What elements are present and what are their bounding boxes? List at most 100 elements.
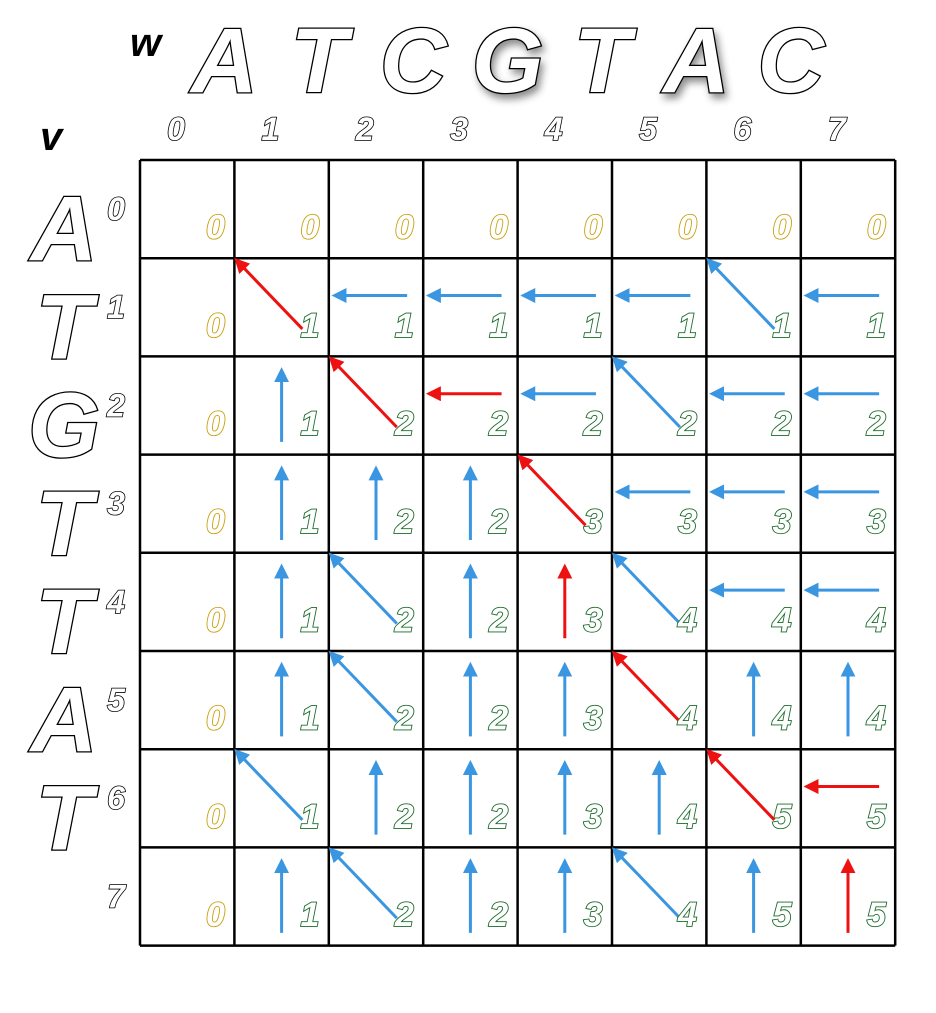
score-value: 4: [771, 601, 791, 639]
row-index: 0: [107, 191, 125, 227]
score-value: 2: [583, 405, 603, 443]
score-value: 2: [394, 896, 414, 934]
score-value: 4: [677, 798, 697, 836]
v-letter: A: [29, 669, 97, 771]
row-index: 3: [107, 486, 125, 522]
row-index: 7: [107, 878, 127, 914]
score-value: 0: [300, 209, 319, 247]
arrow-diag: [234, 749, 304, 821]
score-value: 0: [206, 798, 225, 836]
score-value: 0: [395, 209, 414, 247]
column-index: 5: [639, 111, 658, 147]
score-value: 0: [206, 405, 225, 443]
score-value: 2: [394, 798, 414, 836]
w-letter: C: [758, 10, 826, 112]
score-value: 2: [394, 503, 414, 541]
v-letter: G: [28, 375, 100, 477]
score-value: 0: [772, 209, 791, 247]
score-value: 4: [866, 601, 886, 639]
score-value: 4: [677, 601, 697, 639]
row-index: 6: [107, 780, 125, 816]
score-value: 2: [488, 405, 508, 443]
score-value: 1: [300, 307, 319, 345]
arrow-diag: [706, 258, 776, 330]
score-value: 3: [584, 798, 603, 836]
score-value: 1: [489, 307, 508, 345]
score-value: 5: [867, 896, 887, 934]
score-value: 2: [866, 405, 886, 443]
score-value: 0: [867, 209, 886, 247]
column-index: 7: [828, 111, 848, 147]
column-index: 4: [544, 111, 563, 147]
v-letter: T: [36, 276, 99, 378]
score-value: 3: [584, 601, 603, 639]
score-value: 3: [584, 503, 603, 541]
row-index: 1: [107, 289, 125, 325]
score-value: 0: [206, 700, 225, 738]
arrow-diag: [611, 847, 682, 920]
grid-lines: [138, 158, 897, 947]
score-value: 1: [300, 503, 319, 541]
w-letter: A: [189, 10, 257, 112]
score-value: 0: [206, 209, 225, 247]
w-label: w: [130, 21, 164, 65]
score-value: 0: [489, 209, 508, 247]
column-index: 3: [450, 111, 468, 147]
v-letter: A: [29, 178, 97, 280]
arrow-diag: [611, 552, 682, 625]
v-label: v: [40, 115, 65, 159]
score-value: 4: [866, 700, 886, 738]
row-index: 4: [106, 584, 125, 620]
score-value: 0: [206, 503, 225, 541]
row-index: 5: [107, 682, 126, 718]
score-value: 1: [867, 307, 886, 345]
arrow-diag: [611, 356, 682, 429]
score-value: 3: [584, 896, 603, 934]
v-letter: T: [36, 571, 99, 673]
column-index: 1: [262, 111, 280, 147]
v-letter: T: [36, 473, 99, 575]
score-value: 2: [771, 405, 791, 443]
score-value: 1: [772, 307, 791, 345]
w-letter: T: [291, 10, 354, 112]
score-value: 4: [677, 896, 697, 934]
score-value: 1: [300, 700, 319, 738]
backtrack-arrow-diag: [611, 650, 682, 723]
score-value: 0: [206, 896, 225, 934]
backtrack-arrow-diag: [517, 454, 587, 527]
backtrack-arrow-diag: [706, 749, 776, 821]
score-value: 3: [867, 503, 886, 541]
score-value: 1: [300, 601, 319, 639]
score-value: 2: [488, 700, 508, 738]
w-letter: C: [380, 10, 448, 112]
score-value: 4: [771, 700, 791, 738]
backtrack-arrow-diag: [234, 258, 304, 330]
column-index: 2: [355, 111, 374, 147]
score-value: 2: [488, 798, 508, 836]
column-index: 0: [167, 111, 185, 147]
w-letter: A: [661, 10, 729, 112]
v-letter: T: [36, 767, 99, 869]
arrow-diag: [328, 650, 398, 723]
score-value: 2: [488, 896, 508, 934]
score-value: 3: [678, 503, 697, 541]
score-value: 4: [677, 700, 697, 738]
score-value: 0: [206, 601, 225, 639]
w-letter: G: [472, 10, 544, 112]
backtrack-arrow-diag: [328, 356, 398, 429]
backtrack-arrows: [234, 258, 880, 933]
score-value: 2: [488, 503, 508, 541]
score-value: 2: [394, 405, 414, 443]
score-value: 5: [772, 896, 792, 934]
score-value: 1: [678, 307, 697, 345]
score-value: 2: [488, 601, 508, 639]
score-value: 5: [772, 798, 792, 836]
row-index: 2: [106, 387, 125, 423]
score-value: 1: [300, 896, 319, 934]
score-value: 2: [394, 601, 414, 639]
